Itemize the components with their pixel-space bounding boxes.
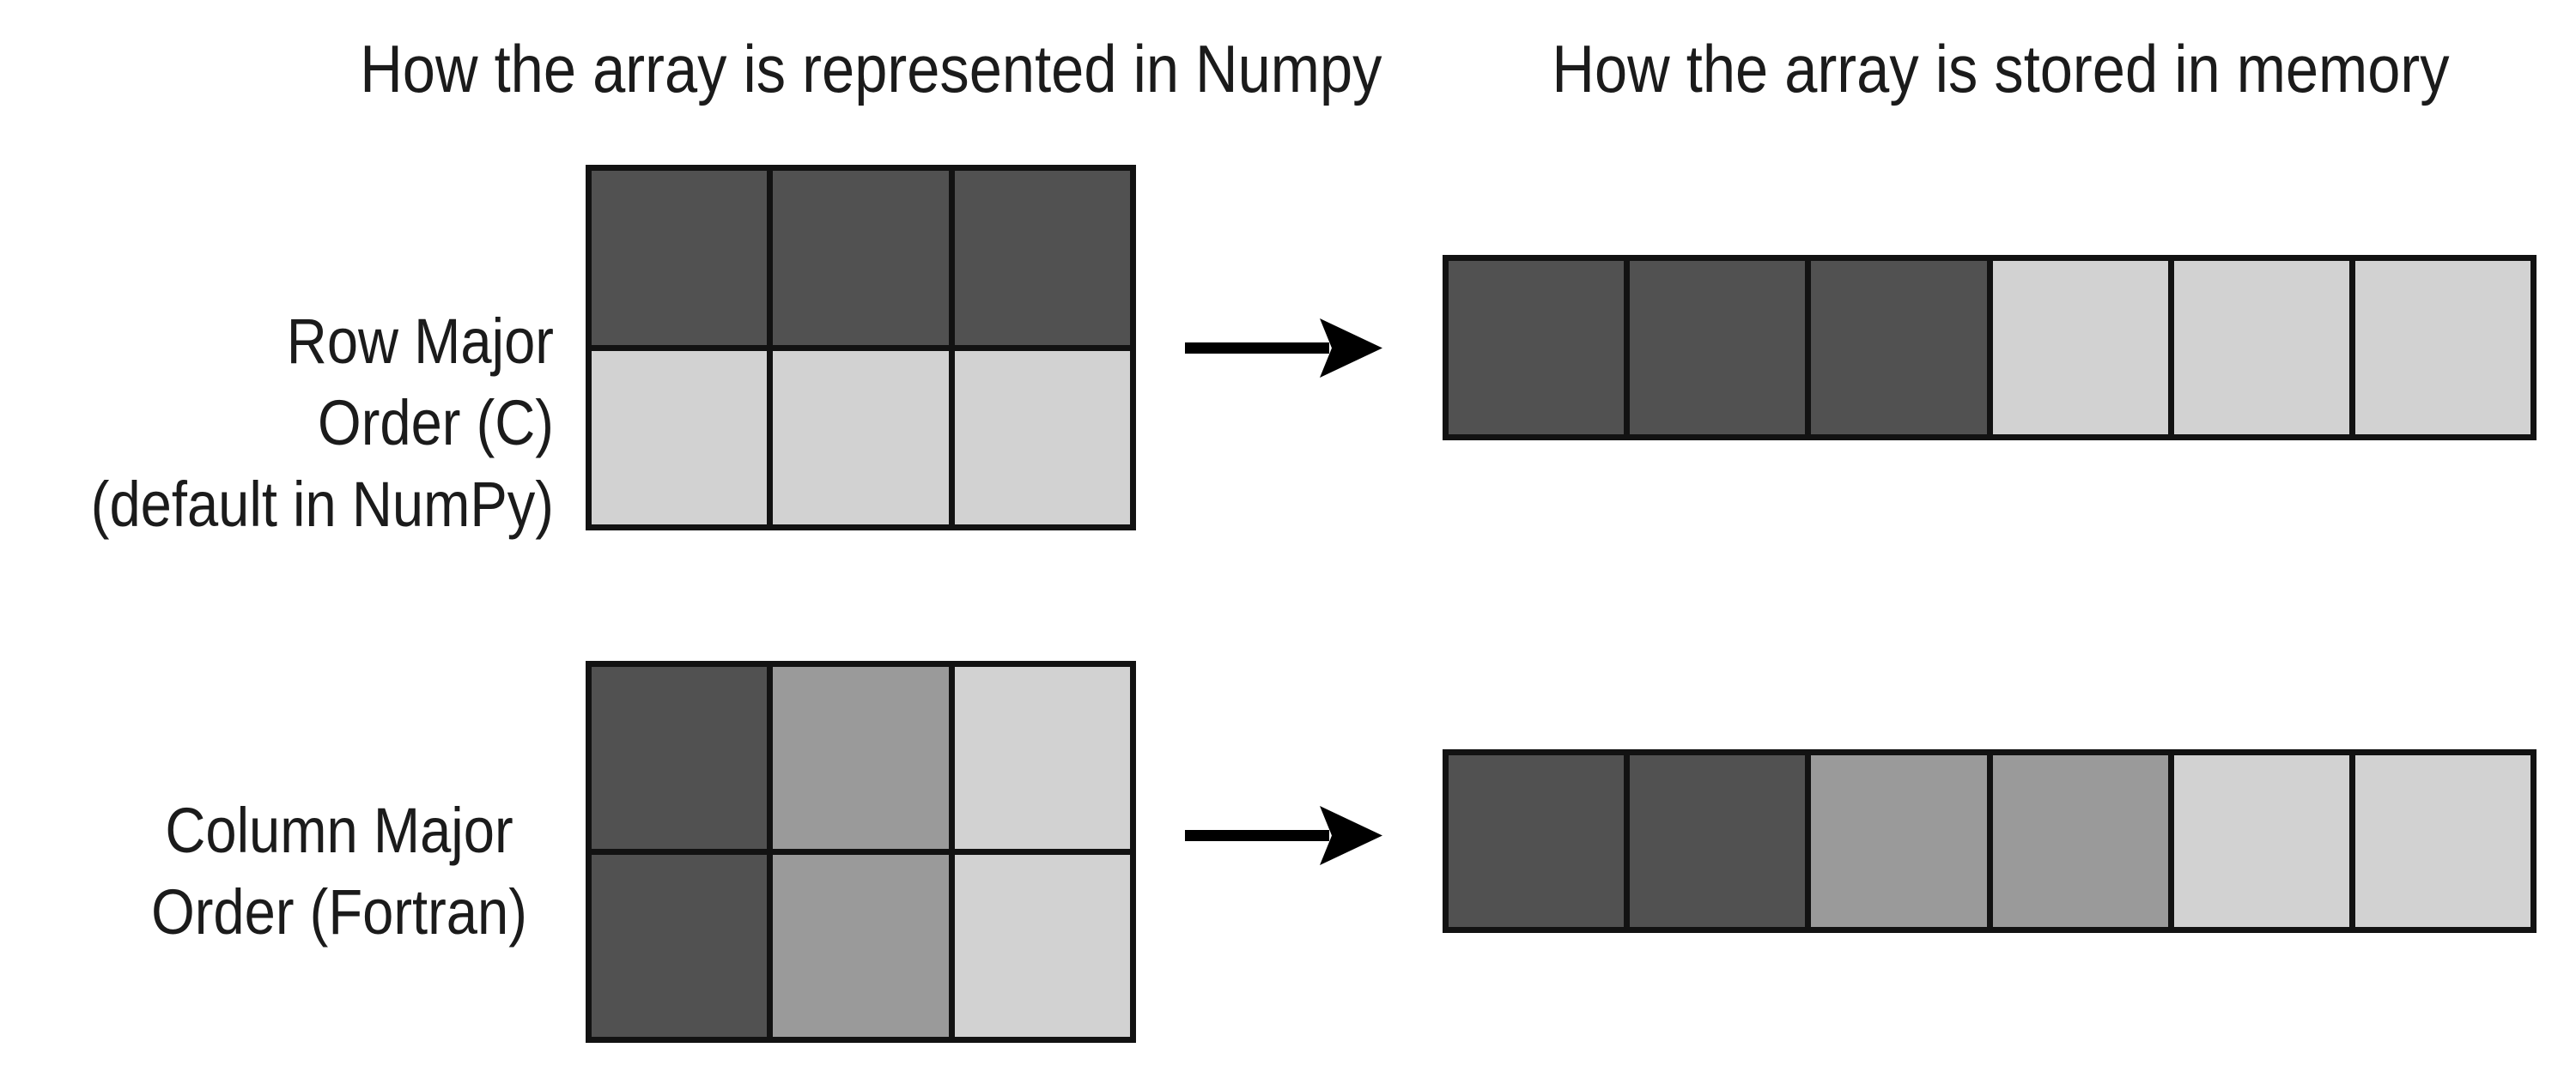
column-major-array-cell	[592, 667, 768, 849]
column-major-memory-cell	[1992, 755, 2168, 927]
row-major-array-cell	[592, 171, 768, 345]
label-line: (default in NumPy)	[90, 469, 555, 540]
row-major-memory-cell	[1992, 261, 2168, 434]
column-major-memory-row	[1443, 749, 2537, 933]
row-major-array-cell	[773, 350, 949, 524]
label-line: Order (C)	[318, 387, 554, 458]
column-major-memory-cell	[1449, 755, 1625, 927]
label-line: Row Major	[286, 306, 554, 377]
row-major-memory-cell	[1811, 261, 1987, 434]
row-major-array-grid	[586, 165, 1136, 530]
column-major-memory-cell	[1811, 755, 1987, 927]
label-line: Column Major	[165, 795, 513, 866]
row-major-memory-cell	[2354, 261, 2530, 434]
column-major-array-cell	[773, 667, 949, 849]
label-line: Order (Fortran)	[151, 876, 527, 948]
column-major-memory-cell	[2173, 755, 2349, 927]
row-major-memory-row	[1443, 255, 2537, 440]
right-arrow-icon	[1185, 806, 1382, 865]
right-arrow-icon	[1185, 318, 1382, 378]
row-major-memory-cell	[1630, 261, 1806, 434]
column-major-array-cell	[954, 855, 1130, 1037]
column-major-array-grid	[586, 661, 1136, 1043]
row-major-array-cell	[592, 350, 768, 524]
column-major-memory-cell	[2354, 755, 2530, 927]
column-major-array-cell	[592, 855, 768, 1037]
column-major-memory-cell	[1630, 755, 1806, 927]
row-major-array-cell	[954, 350, 1130, 524]
row-major-memory-cell	[1449, 261, 1625, 434]
row-major-array-cell	[773, 171, 949, 345]
column-major-array-cell	[954, 667, 1130, 849]
title-array-representation: How the array is represented in Numpy	[360, 31, 1382, 106]
row-major-array-cell	[954, 171, 1130, 345]
title-memory-storage: How the array is stored in memory	[1552, 31, 2450, 106]
row-major-memory-cell	[2173, 261, 2349, 434]
column-major-array-cell	[773, 855, 949, 1037]
